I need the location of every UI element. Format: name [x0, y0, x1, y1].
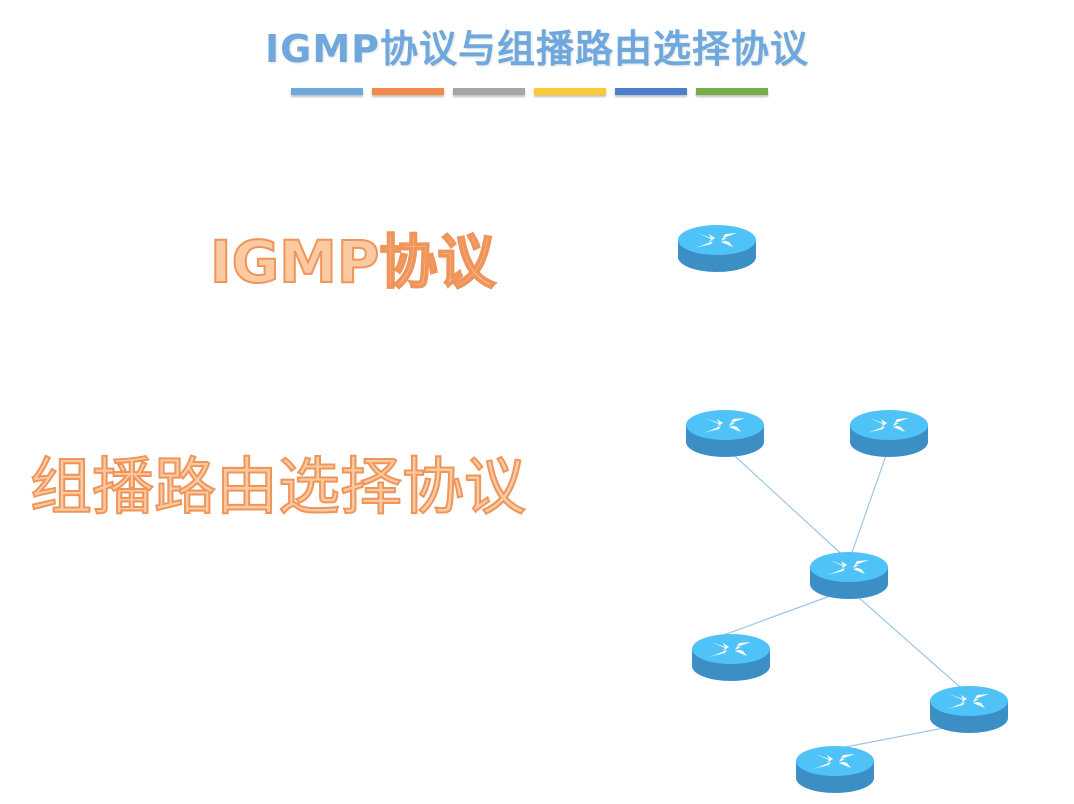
- divider-bar: [372, 88, 444, 95]
- slide-title: IGMP协议与组播路由选择协议: [265, 27, 809, 71]
- router-icon: [850, 410, 928, 457]
- router-icon: [930, 686, 1008, 733]
- router-icon: [686, 410, 764, 457]
- network-link: [720, 588, 850, 637]
- divider-bar: [453, 88, 525, 95]
- divider-bar: [291, 88, 363, 95]
- divider-bar: [534, 88, 606, 95]
- network-link: [724, 446, 850, 562]
- heading-multicast-routing: 组播路由选择协议: [29, 449, 527, 524]
- network-link: [848, 446, 890, 562]
- router-icon: [796, 746, 874, 793]
- router-icon: [692, 634, 770, 681]
- router-icon: [810, 552, 888, 599]
- color-divider: [291, 88, 768, 95]
- network-link: [848, 588, 970, 696]
- divider-bar: [615, 88, 687, 95]
- heading-igmp: IGMP协议: [209, 227, 496, 297]
- divider-bar: [696, 88, 768, 95]
- router-icon: [678, 225, 756, 272]
